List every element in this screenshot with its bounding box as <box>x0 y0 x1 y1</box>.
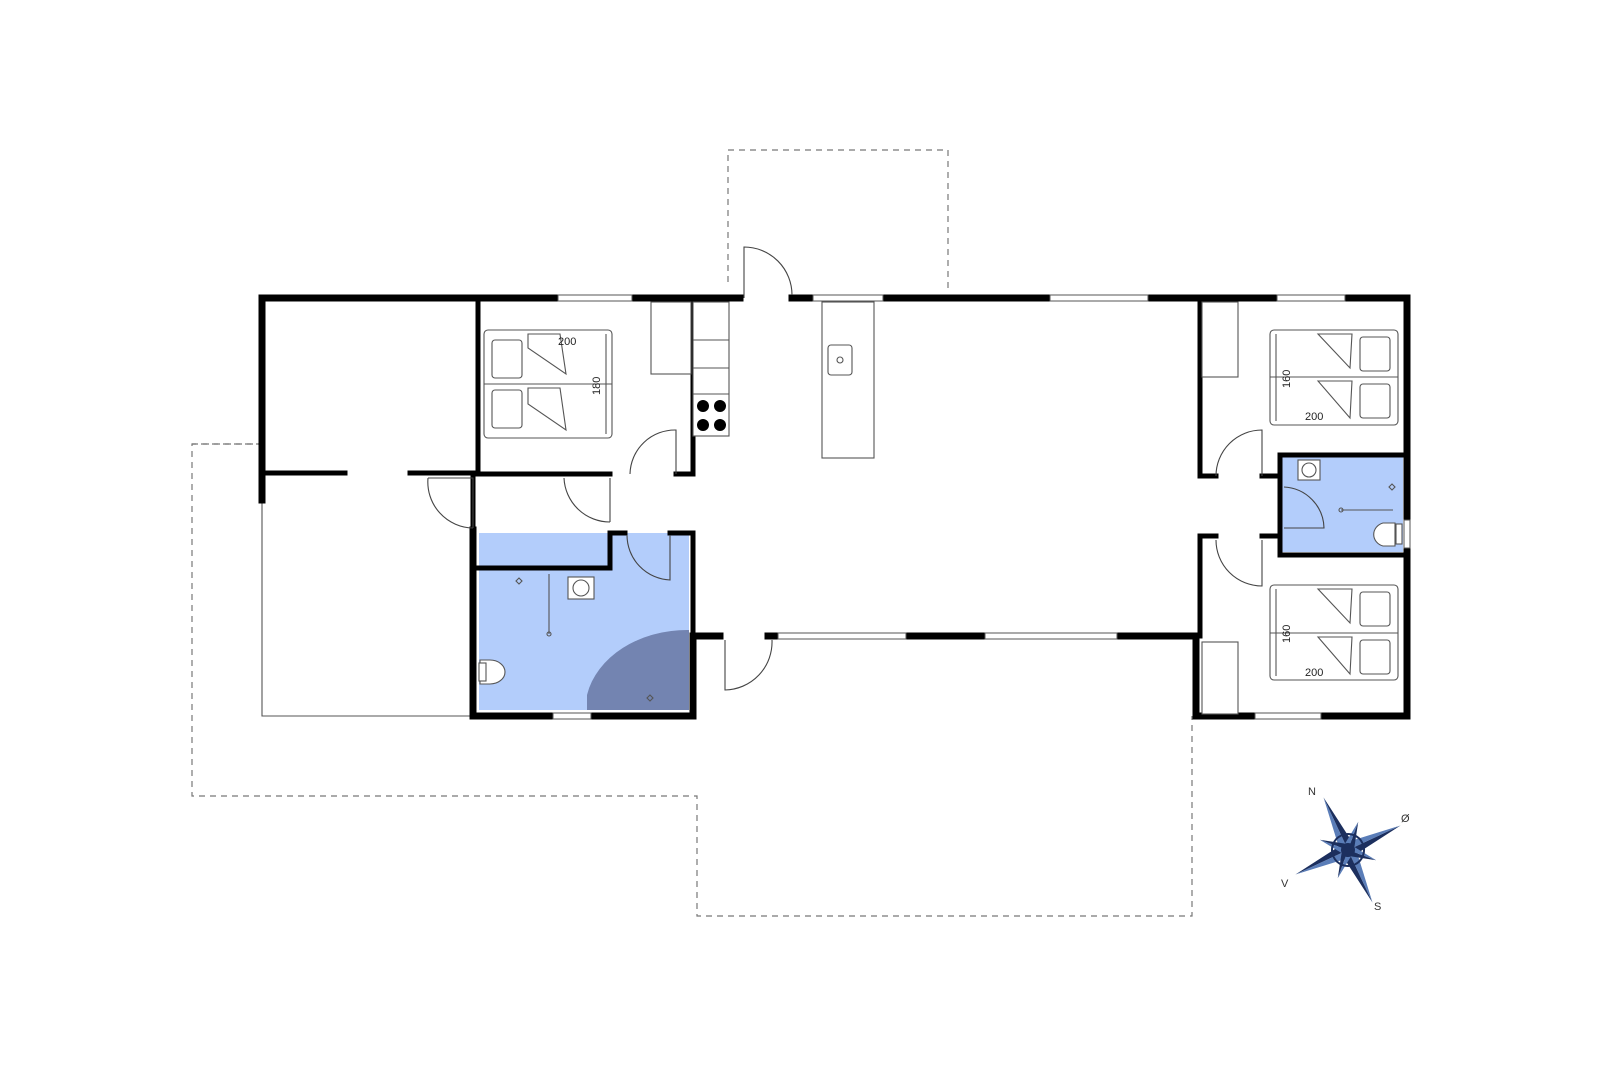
window <box>812 294 884 302</box>
window <box>1276 294 1346 302</box>
kitchen-island <box>821 301 875 459</box>
compass-point <box>1323 797 1348 850</box>
window <box>777 632 907 640</box>
floor-drain <box>515 577 523 585</box>
west-terrace-outline <box>191 443 1193 917</box>
stove-icon <box>697 400 726 431</box>
main-bathroom <box>478 574 654 702</box>
carport-outline <box>261 478 473 717</box>
duvet-fold <box>527 333 567 432</box>
window <box>552 712 592 720</box>
shower-head <box>546 631 552 637</box>
wardrobe <box>1201 641 1239 715</box>
pillow <box>1359 383 1391 419</box>
toilet-tank <box>1395 523 1403 545</box>
storage-door <box>427 477 474 529</box>
shower-head <box>1338 507 1344 513</box>
wardrobe <box>650 301 692 375</box>
bed2-length-label: 200 <box>1305 411 1323 423</box>
floor-drain <box>1388 483 1396 491</box>
compass-east-label: Ø <box>1401 813 1410 825</box>
toilet-tank <box>478 662 487 682</box>
window <box>557 294 633 302</box>
bed3-width-label: 160 <box>1281 625 1293 643</box>
compass-west-label: V <box>1281 878 1289 890</box>
bed2-width-label: 160 <box>1281 370 1293 388</box>
bathroom-fills <box>479 457 1403 710</box>
sink-drain <box>836 356 844 364</box>
pillow <box>1359 591 1391 627</box>
hall-door <box>563 477 611 523</box>
wall-small-bath <box>1277 452 1408 531</box>
wall-bath-north <box>667 530 696 639</box>
kitchen-counter <box>692 301 730 437</box>
bed3-length-label: 200 <box>1305 667 1323 679</box>
shower-drain <box>646 694 654 702</box>
bed1-door <box>629 429 677 475</box>
window <box>1254 712 1322 720</box>
south-door <box>724 639 773 691</box>
pillow <box>491 389 523 429</box>
terrace-outlines <box>191 149 1193 917</box>
toilet-icon <box>1373 522 1396 547</box>
windows <box>552 294 1411 720</box>
bed3-door <box>1215 539 1263 587</box>
duvet-fold <box>1316 333 1353 420</box>
small-bath-door <box>1283 486 1325 529</box>
bedroom-3: 200 160 <box>1201 584 1399 715</box>
pillow <box>491 339 523 379</box>
bedroom-1: 200 180 <box>483 301 692 439</box>
wardrobe <box>1201 301 1239 378</box>
compass-north-label: N <box>1308 786 1316 798</box>
bedroom-2: 200 160 <box>1201 301 1399 426</box>
pillow <box>1359 639 1391 675</box>
window <box>1049 294 1149 302</box>
compass-point <box>1295 846 1348 875</box>
entrance-door <box>743 246 793 298</box>
window <box>1403 519 1411 549</box>
window <box>984 632 1118 640</box>
pillow <box>1359 336 1391 372</box>
compass-rose-icon <box>1295 797 1401 903</box>
doors <box>427 246 1325 691</box>
bed1-length-label: 200 <box>558 336 576 348</box>
bed2-door <box>1215 429 1263 477</box>
wall-hall-south <box>470 530 628 571</box>
compass-point <box>1323 797 1352 850</box>
bed1-width-label: 180 <box>591 377 603 395</box>
duvet-fold <box>1316 588 1353 676</box>
wall-small-bath-south <box>1277 507 1408 558</box>
bath-door <box>626 534 671 581</box>
kitchen <box>692 301 875 459</box>
washbasin-bowl <box>1301 462 1317 478</box>
south-wall-bath <box>469 526 724 720</box>
compass-point <box>1344 850 1373 903</box>
sink-icon <box>827 344 853 376</box>
small-bathroom <box>1297 459 1403 547</box>
compass-south-label: S <box>1374 901 1381 913</box>
compass-point <box>1348 825 1401 854</box>
washbasin-bowl <box>572 579 590 597</box>
north-terrace-outline <box>727 149 949 290</box>
shower-area <box>587 629 689 710</box>
